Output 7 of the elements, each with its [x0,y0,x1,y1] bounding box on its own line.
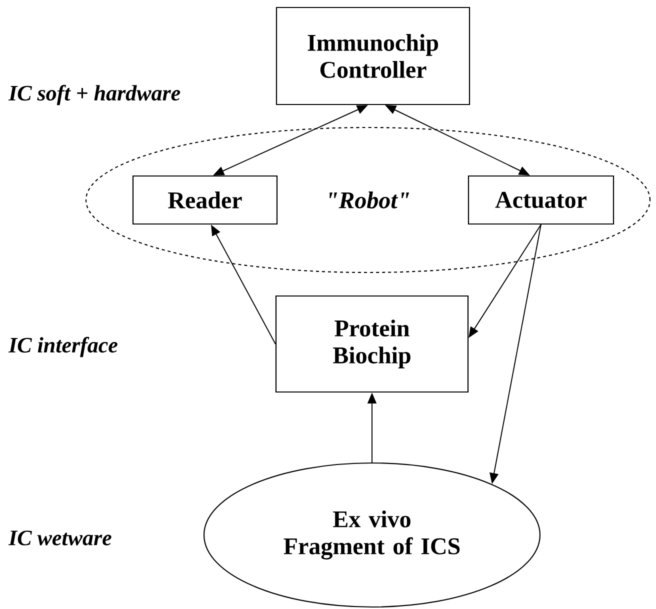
layer-label: IC interface [8,336,118,358]
process-box: Actuator [468,175,614,225]
process-box: Protein Biochip [275,295,469,393]
process-box: Immunochip Controller [276,6,470,106]
process-box: Reader [132,175,278,225]
layer-label: IC wetware [8,530,112,546]
layer-label: IC soft + hardware [8,84,180,106]
